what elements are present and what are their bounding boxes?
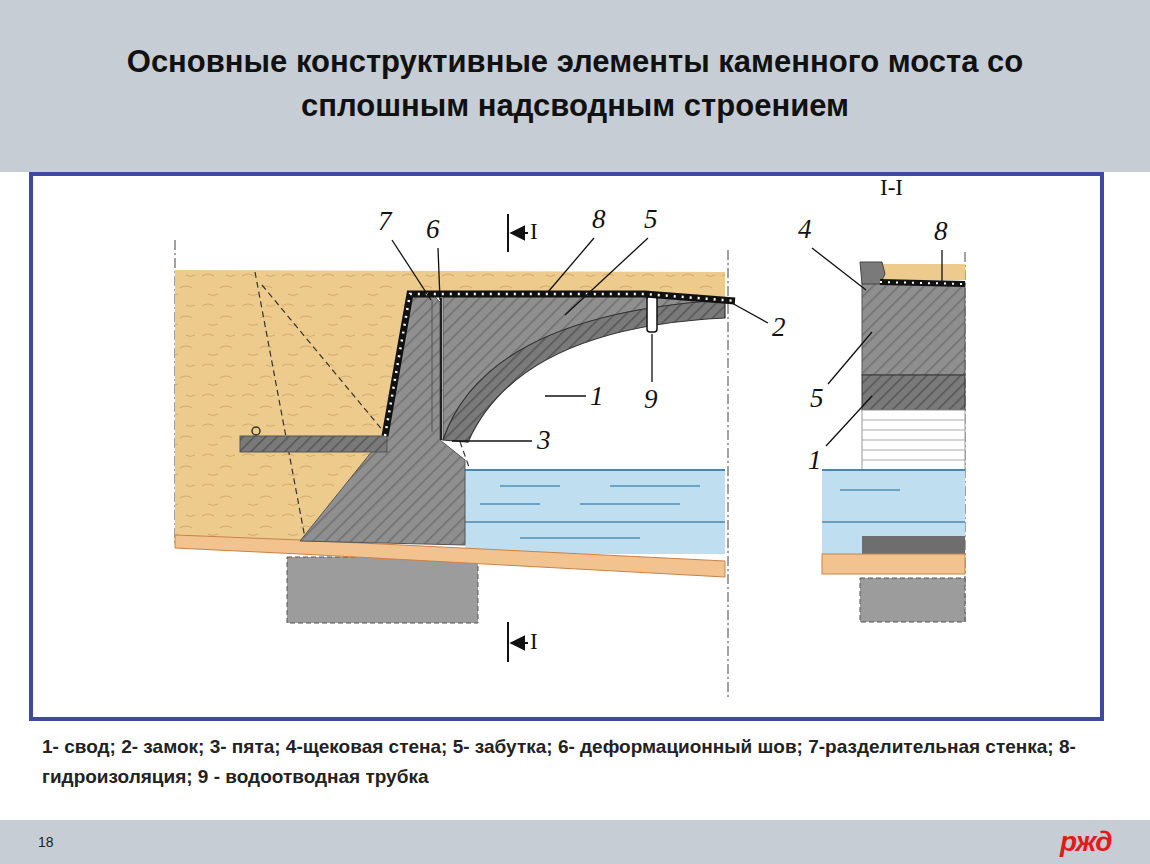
company-logo: ржд <box>1060 826 1112 858</box>
section-mark: I <box>530 219 538 245</box>
section-title: I-I <box>880 175 903 201</box>
callout-number: 5 <box>642 204 660 234</box>
cross-section-view <box>812 248 965 622</box>
footer-band <box>0 820 1150 864</box>
section-mark: I <box>530 629 538 655</box>
callout-number: 1 <box>588 381 606 411</box>
page-number: 18 <box>38 834 54 850</box>
slide-title: Основные конструктивные элементы каменно… <box>75 40 1075 128</box>
header-band <box>0 0 1150 172</box>
callout-number: 9 <box>642 384 660 414</box>
figure-frame <box>31 174 1102 719</box>
callout-number: 5 <box>808 383 826 413</box>
callout-number: 6 <box>424 214 442 244</box>
elevation-view <box>175 214 768 700</box>
legend-caption: 1- свод; 2- замок; 3- пята; 4-щековая ст… <box>42 732 1117 792</box>
callout-number: 3 <box>535 425 553 455</box>
callout-number: 1 <box>806 445 824 475</box>
callout-number: 8 <box>590 204 608 234</box>
callout-number: 4 <box>796 214 814 244</box>
callout-number: 2 <box>770 312 788 342</box>
callout-number: 8 <box>932 216 950 246</box>
callout-number: 7 <box>376 206 394 236</box>
